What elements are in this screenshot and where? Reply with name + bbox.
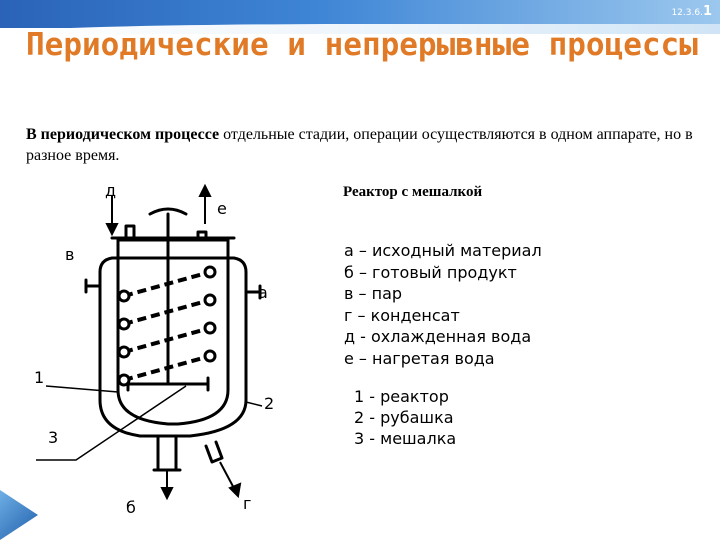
legend-item: б – готовый продукт [344, 262, 517, 282]
leader-2 [245, 401, 263, 407]
header-band [0, 0, 720, 34]
legend-item: г – конденсат [344, 305, 460, 325]
slide-title: Периодические и непрерывные процессы [26, 27, 698, 63]
legend-item: д - охлажденная вода [344, 327, 532, 346]
cooling-coil [123, 270, 211, 382]
part-item: 1 - реактор [354, 387, 449, 406]
label-2: 2 [264, 394, 275, 413]
condensate-outlet [204, 440, 224, 464]
diagram-caption: Реактор с мешалкой [343, 184, 483, 200]
intro-text: отдельные стадии, операции осуществляютс… [26, 126, 693, 164]
leader-1 [45, 385, 119, 393]
product-outlet [156, 434, 178, 472]
legend-item: в – пар [344, 284, 403, 303]
jacket-outline [98, 256, 248, 438]
label-e: е [217, 199, 227, 218]
slide-number: 12.3.6.1 [671, 4, 712, 19]
part-item: 3 - мешалка [354, 429, 457, 448]
legend-item: а – исходный материал [344, 241, 542, 260]
header-swoosh [0, 24, 720, 34]
label-b: б [126, 498, 136, 517]
vessel-outline [116, 238, 230, 426]
intro-bold: В периодическом процессе [26, 126, 220, 143]
label-g: г [243, 494, 252, 513]
leader-3 [36, 385, 187, 461]
parts-legend: 1 - реактор 2 - рубашка 3 - мешалка [354, 386, 456, 449]
label-v: в [65, 245, 75, 264]
label-a: а [258, 283, 268, 302]
slide-number-small: 12.3.6. [671, 8, 703, 18]
label-d: д [105, 181, 117, 200]
label-1: 1 [34, 368, 45, 387]
rotation-arrow [148, 207, 188, 216]
label-3: 3 [48, 428, 59, 447]
legend-item: е – нагретая вода [344, 348, 495, 368]
intro-paragraph: В периодическом процессе отдельные стади… [26, 124, 696, 166]
feed-nozzle [244, 284, 262, 300]
stream-legend: а – исходный материал б – готовый продук… [344, 240, 542, 369]
slide-number-big: 1 [702, 4, 712, 19]
part-item: 2 - рубашка [354, 408, 454, 427]
steam-nozzle [84, 278, 102, 294]
